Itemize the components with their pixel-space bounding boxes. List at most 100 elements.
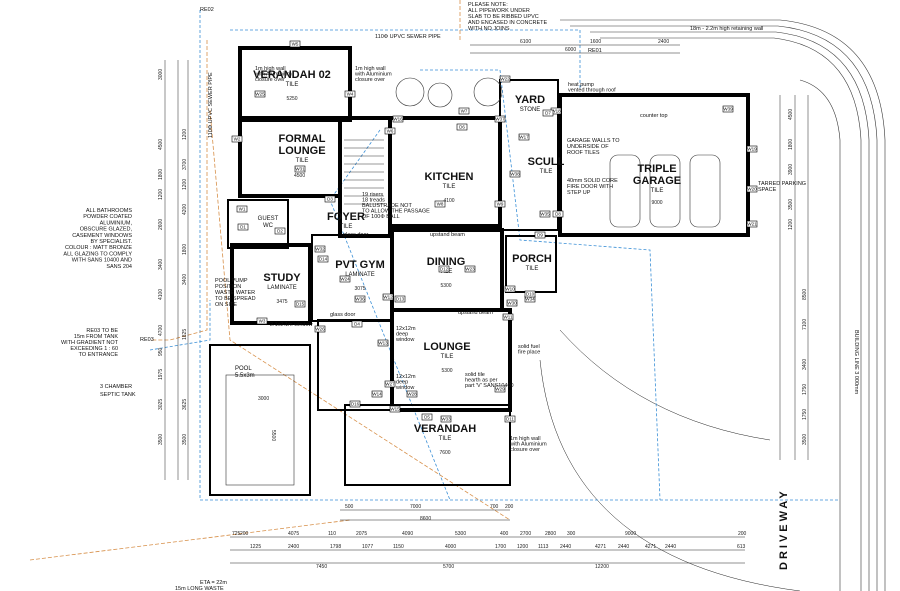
left-dimension: 1975	[158, 369, 164, 380]
top-dimension: 1600	[590, 39, 601, 45]
note-bathrooms: COLOUR : MATT BRONZE	[65, 245, 132, 251]
top-dimension: 6000	[565, 47, 576, 53]
room-finish: TILE	[439, 436, 452, 442]
note-deep-window: window	[395, 337, 414, 343]
bottom-dimension: 400	[500, 531, 509, 537]
note-bathrooms: ALUMINIUM,	[100, 220, 133, 226]
bottom-dimension: 12200	[595, 564, 609, 570]
note-wall-aluminium: 1m high wall	[255, 66, 286, 72]
right-dimension: 4500	[788, 109, 794, 120]
window-tag: W12	[383, 295, 393, 300]
bottom-dimension: 5700	[443, 564, 454, 570]
window-tag: W26	[315, 327, 325, 332]
top-dimension: 6100	[520, 39, 531, 45]
room-size: 3075	[354, 286, 365, 292]
window-tag: W28	[407, 392, 417, 397]
lower-dimension: 700	[490, 504, 499, 510]
note-deep-window: 12x12m	[396, 326, 416, 332]
bottom-dimension: 2440	[560, 544, 571, 550]
note-re03: EXCEEDING 1 : 60	[70, 346, 118, 352]
note-pipework: ALL PIPEWORK UNDER	[468, 8, 530, 14]
note-solid-core: STEP UP	[567, 190, 591, 196]
note-pipework: WITH NO JOINS	[468, 26, 510, 32]
note-stair: 18 treads	[362, 198, 385, 204]
right-dimension: 7100	[802, 319, 808, 330]
tag-re02: RE02	[200, 7, 214, 13]
note-re03: TO ENTRANCE	[79, 352, 119, 358]
window-tag-box	[371, 390, 383, 398]
left-dimension: 3500	[158, 434, 164, 445]
left-dimension: 3000	[158, 69, 164, 80]
bottom-dimension: 300	[567, 531, 576, 537]
right-dimension: 1800	[788, 139, 794, 150]
note-glass-door: glass door	[330, 312, 356, 318]
lower-dimension: 200	[505, 504, 514, 510]
note-eta: ETA = 22m	[200, 580, 227, 586]
note-counter-top: counter top	[640, 113, 668, 119]
door-tag: D15	[296, 302, 305, 307]
note-wall-aluminium: with Aluminium	[254, 72, 292, 78]
bottom-dimension: 110	[328, 531, 336, 537]
door-tag-box	[456, 123, 468, 131]
note-deep-window: deep	[396, 332, 408, 338]
window-tag-box	[434, 200, 446, 208]
bottom-dimension: 5300	[455, 531, 466, 537]
note-heat-pump: heat pump	[568, 82, 594, 88]
note-pool-pump: POSITION	[215, 284, 241, 290]
note-solid-core: FIRE DOOR WITH	[567, 184, 613, 190]
window-tag: W7	[461, 109, 468, 114]
right-dimension: 3500	[802, 434, 808, 445]
window-tag-box	[494, 385, 506, 393]
window-tag: W34	[525, 297, 535, 302]
bottom-dimension: 1798	[330, 544, 341, 550]
bottom-dimension: 1113	[538, 544, 549, 550]
room-finish: TILE	[443, 184, 456, 190]
note-upstand-beam: upstand beam	[430, 232, 465, 238]
pool	[209, 344, 311, 496]
trees	[395, 77, 503, 108]
window-tag: W14	[372, 392, 382, 397]
door-tag: D7	[545, 111, 551, 116]
left-dimension: 2600	[158, 219, 164, 230]
window-tag-box	[254, 90, 266, 98]
room-size: 5300	[441, 368, 452, 374]
room-finish: TILE	[340, 224, 353, 230]
note-stair: TO ALLOW THE PASSAGE	[362, 209, 430, 215]
room-size: 5300	[440, 283, 451, 289]
window-tag: W22	[500, 77, 510, 82]
note-pool-pump: TO BE SPREAD	[215, 296, 256, 302]
window-tag-box	[339, 275, 351, 283]
bottom-dimension: 1200	[517, 544, 528, 550]
note-pool-pump: POOL PUMP	[215, 278, 248, 284]
window-tag: W27	[385, 382, 395, 387]
window-tag-box	[440, 415, 452, 423]
bottom-dimension: 7450	[316, 564, 327, 570]
bottom-dimension: 4090	[402, 531, 413, 537]
door-tag: D6	[459, 125, 465, 130]
left-dimension: 3500	[182, 434, 188, 445]
bottom-dimension: 4000	[445, 544, 456, 550]
note-hearth: hearth as per	[465, 378, 498, 384]
door-tag-box	[504, 415, 516, 423]
window-tag: W35	[540, 212, 550, 217]
room-name-foyer: FOYER	[327, 211, 365, 223]
bottom-dimension: 2700	[520, 531, 531, 537]
retaining-wall-arcs	[539, 19, 886, 591]
window-tag-box	[256, 317, 268, 325]
door-tag: D4	[354, 322, 360, 327]
note-stair: BALUSTRADE NOT	[362, 203, 412, 209]
window-tag: W36	[355, 297, 365, 302]
left-dimension: 1800	[158, 169, 164, 180]
bottom-dimension: 1150	[393, 544, 404, 550]
door-tag: D16	[351, 402, 360, 407]
window-tag-box	[746, 185, 758, 193]
window-tag: W8	[437, 202, 444, 207]
lower-dimension: 8600	[420, 516, 431, 522]
bottom-dimension-lines	[230, 44, 745, 564]
window-tag: W15	[390, 407, 400, 412]
note-septic-tank: 3 CHAMBER	[100, 384, 132, 390]
window-tag: W33	[441, 417, 451, 422]
note-bathrooms: BY SPECIALIST.	[91, 239, 133, 245]
bottom-dimension: 2400	[288, 544, 299, 550]
window-tag-box	[236, 205, 248, 213]
